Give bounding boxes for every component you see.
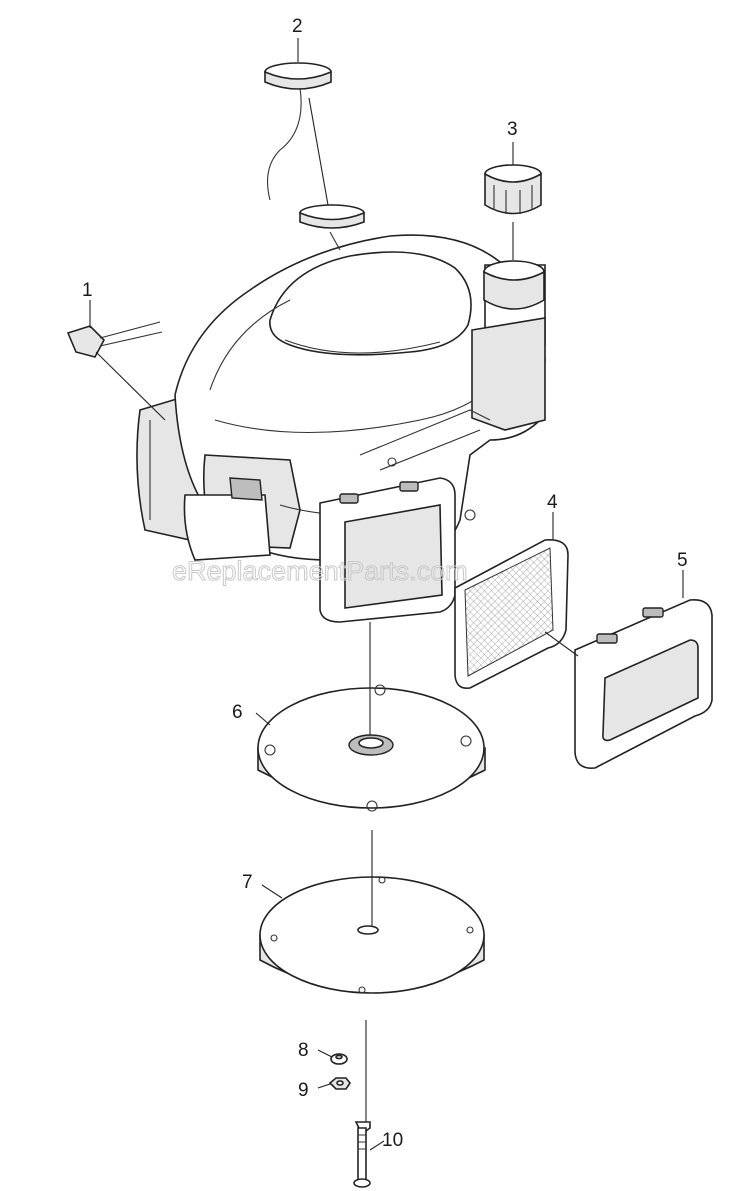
spark-plug-cap bbox=[66, 300, 166, 421]
air-filter-element bbox=[454, 512, 569, 690]
air-filter-cover bbox=[544, 570, 713, 769]
callout-8: 8 bbox=[298, 1040, 309, 1061]
callout-10: 10 bbox=[382, 1130, 403, 1151]
callout-6: 6 bbox=[232, 702, 243, 723]
base-plate bbox=[259, 830, 485, 994]
callout-9: 9 bbox=[298, 1080, 309, 1101]
watermark: eReplacementParts.com bbox=[172, 556, 468, 586]
engine-assembly bbox=[136, 234, 546, 623]
fasteners bbox=[317, 1020, 385, 1188]
mounting-plate bbox=[255, 622, 486, 812]
callout-3: 3 bbox=[507, 119, 518, 140]
fuel-cap bbox=[484, 142, 542, 260]
starter-handle bbox=[264, 38, 365, 251]
callout-2: 2 bbox=[292, 16, 303, 37]
callout-5: 5 bbox=[677, 550, 688, 571]
callout-4: 4 bbox=[547, 492, 558, 513]
callout-7: 7 bbox=[242, 872, 253, 893]
callout-1: 1 bbox=[82, 280, 93, 301]
